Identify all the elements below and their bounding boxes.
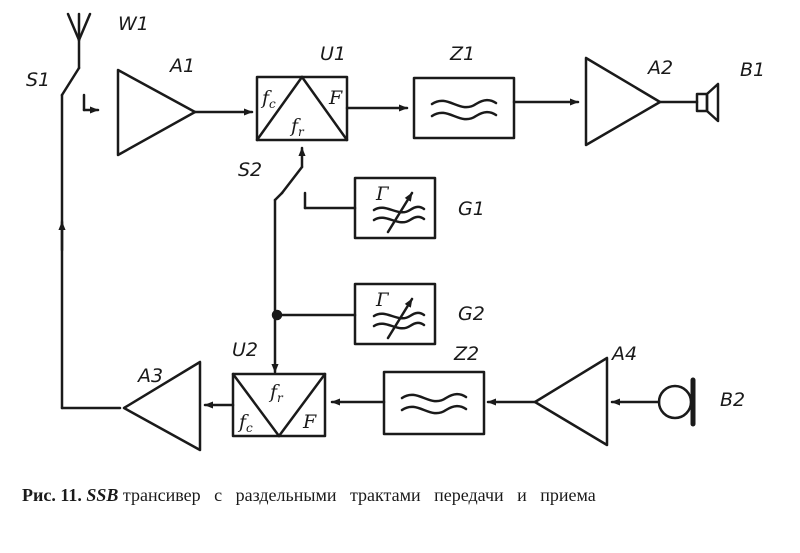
block-diagram: W1 S1 A1 U1 Z1 A2 B1 S2 G1 G2 U2 Z2 A4 B… bbox=[26, 12, 765, 452]
u2-F: F bbox=[302, 411, 317, 433]
label-u1: U1 bbox=[320, 43, 346, 65]
label-w1: W1 bbox=[118, 13, 149, 35]
label-a2: A2 bbox=[646, 57, 673, 79]
microphone-b2-icon bbox=[657, 377, 696, 427]
label-s1: S1 bbox=[26, 69, 50, 91]
speaker-b1-icon bbox=[695, 82, 720, 123]
label-u2: U2 bbox=[232, 339, 258, 361]
amplifier-a2 bbox=[584, 56, 662, 147]
antenna-w1 bbox=[66, 12, 92, 70]
switch-s1 bbox=[58, 66, 122, 410]
generator-g2 bbox=[353, 282, 437, 346]
filter-z2 bbox=[382, 370, 486, 436]
u2-fc: fc bbox=[237, 411, 253, 435]
u1-F: F bbox=[328, 87, 343, 109]
label-b2: B2 bbox=[720, 389, 745, 411]
amplifier-a3 bbox=[122, 360, 202, 452]
caption-ssb: SSB bbox=[86, 485, 119, 505]
label-a1: A1 bbox=[168, 55, 195, 77]
label-g2: G2 bbox=[458, 303, 485, 325]
mixer-u1 bbox=[255, 75, 349, 142]
label-z2: Z2 bbox=[453, 343, 479, 365]
u1-fr: fr bbox=[289, 115, 305, 139]
caption-number: Рис. 11. bbox=[22, 485, 82, 505]
label-a3: A3 bbox=[136, 365, 163, 387]
label-g1: G1 bbox=[458, 198, 485, 220]
filter-z1 bbox=[412, 76, 516, 140]
amplifier-a4 bbox=[533, 356, 609, 447]
g2-symbol: Г bbox=[375, 289, 390, 311]
amplifier-a1 bbox=[116, 68, 197, 157]
generator-g1 bbox=[353, 176, 437, 240]
switch-s2 bbox=[271, 146, 357, 374]
caption-text: трансивер с раздельными трактами передач… bbox=[122, 485, 596, 505]
mixer-u2 bbox=[231, 372, 327, 438]
figure-caption: Рис. 11. SSB трансивер с раздельными тра… bbox=[22, 484, 792, 506]
label-z1: Z1 bbox=[449, 43, 475, 65]
junction-dot bbox=[271, 309, 283, 321]
label-s2: S2 bbox=[238, 159, 262, 181]
u1-fc: fc bbox=[260, 87, 276, 111]
g1-symbol: Г bbox=[375, 183, 390, 205]
label-b1: B1 bbox=[740, 59, 765, 81]
label-a4: A4 bbox=[610, 343, 637, 365]
u2-fr: fr bbox=[268, 381, 284, 405]
